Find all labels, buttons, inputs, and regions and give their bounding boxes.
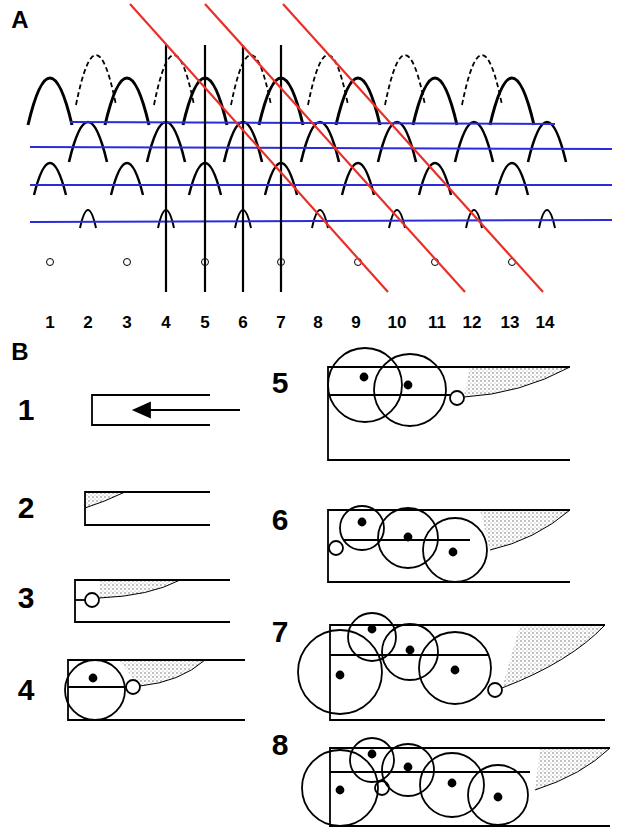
red-diagonals (130, 4, 543, 292)
stage-number: 6 (272, 505, 289, 535)
blue-lines (30, 122, 612, 222)
panel-letter: B (11, 340, 28, 364)
stage-sketches (65, 348, 610, 826)
stage-number: 8 (272, 730, 289, 760)
position-number: 1 (45, 314, 54, 331)
position-number: 14 (536, 314, 555, 331)
position-number: 8 (313, 314, 322, 331)
stage-number: 2 (18, 493, 35, 523)
position-number: 13 (501, 314, 520, 331)
position-number: 6 (238, 314, 247, 331)
panel-letter: A (11, 8, 28, 32)
arch-rows (28, 55, 566, 266)
stage-number: 7 (272, 617, 289, 647)
position-number: 5 (200, 314, 209, 331)
position-number: 9 (351, 314, 360, 331)
position-number: 12 (463, 314, 482, 331)
position-number: 7 (276, 314, 285, 331)
position-number: 10 (388, 314, 407, 331)
position-number: 3 (122, 314, 131, 331)
position-number: 11 (428, 314, 446, 331)
stage-number: 1 (18, 395, 35, 425)
stage-number: 5 (272, 368, 289, 398)
stage-number: 4 (18, 675, 35, 705)
position-number: 4 (161, 314, 170, 331)
position-number: 2 (83, 314, 92, 331)
stage-number: 3 (18, 583, 35, 613)
vertical-lines (166, 45, 281, 292)
